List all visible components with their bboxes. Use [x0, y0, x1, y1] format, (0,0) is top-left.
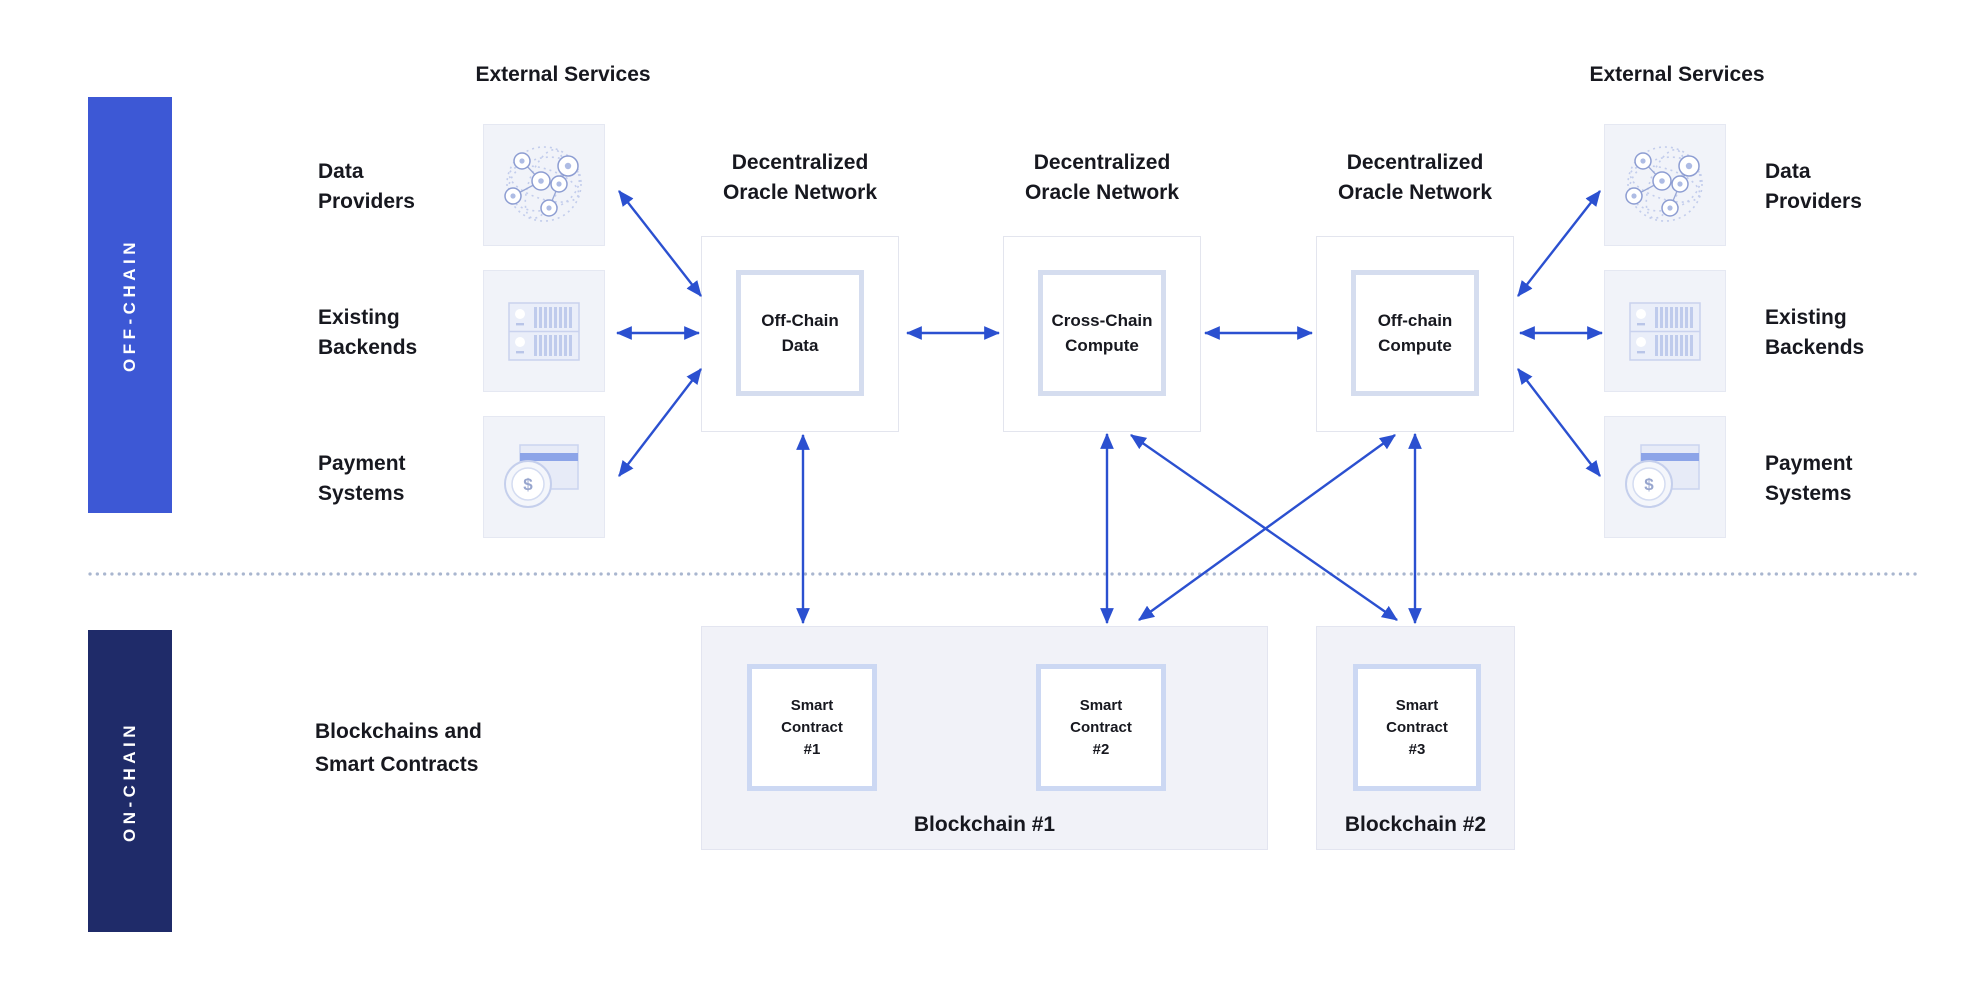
payment-systems-tile-left: $: [483, 416, 605, 538]
arrow-payments-don1: [618, 368, 702, 477]
payment-systems-tile-right: $: [1604, 416, 1726, 538]
arrow-don3-payments: [1517, 368, 1601, 477]
offchain-band: OFF-CHAIN: [88, 97, 172, 513]
credit-card-coin-icon: $: [1625, 444, 1700, 508]
blockchain-1-label: Blockchain #1: [913, 813, 1056, 836]
onchain-band: ON-CHAIN: [88, 630, 172, 932]
don1-title: Decentralized Oracle Network: [722, 151, 878, 204]
external-services-heading-right: External Services: [1589, 63, 1765, 86]
arrow-don2-smartcontract3: [1130, 434, 1398, 621]
label-payment-systems-left: Payment Systems: [318, 452, 406, 505]
smart-contract-2-box: Smart Contract #2: [1036, 664, 1166, 791]
credit-card-coin-icon: $: [504, 444, 579, 508]
label-existing-backends-right: Existing Backends: [1765, 306, 1865, 359]
don3-node-off-chain-compute: Off-chain Compute: [1351, 270, 1479, 396]
label-data-providers-left: Data Providers: [318, 160, 415, 213]
don1-box: Off-Chain Data: [701, 236, 899, 432]
smart-contract-3-box: Smart Contract #3: [1353, 664, 1481, 791]
server-rack-icon: [1629, 302, 1701, 361]
external-services-heading-left: External Services: [475, 63, 651, 86]
svg-text:$: $: [523, 475, 533, 494]
blockchain-2-box: Smart Contract #3 Blockchain #2: [1316, 626, 1515, 850]
data-providers-tile-right: [1604, 124, 1726, 246]
data-providers-tile-left: [483, 124, 605, 246]
existing-backends-tile-right: [1604, 270, 1726, 392]
blockchain-2-label: Blockchain #2: [1344, 813, 1487, 836]
onchain-band-label: ON-CHAIN: [120, 720, 139, 842]
don3-box: Off-chain Compute: [1316, 236, 1514, 432]
don2-node-cross-chain-compute: Cross-Chain Compute: [1038, 270, 1166, 396]
existing-backends-tile-left: [483, 270, 605, 392]
server-rack-icon: [508, 302, 580, 361]
don2-box: Cross-Chain Compute: [1003, 236, 1201, 432]
don2-title: Decentralized Oracle Network: [1024, 151, 1180, 204]
smart-contract-1-box: Smart Contract #1: [747, 664, 877, 791]
data-providers-globe-icon: [1625, 146, 1703, 222]
label-payment-systems-right: Payment Systems: [1765, 452, 1853, 505]
blockchain-1-box: Smart Contract #1 Smart Contract #2 Bloc…: [701, 626, 1268, 850]
label-existing-backends-left: Existing Backends: [318, 306, 418, 359]
blockchains-smart-contracts-label: Blockchains and Smart Contracts: [315, 720, 482, 776]
arrow-don3-smartcontract2: [1138, 434, 1396, 621]
data-providers-globe-icon: [504, 146, 582, 222]
offchain-band-label: OFF-CHAIN: [120, 238, 139, 372]
label-data-providers-right: Data Providers: [1765, 160, 1862, 213]
svg-text:$: $: [1644, 475, 1654, 494]
don3-title: Decentralized Oracle Network: [1337, 151, 1493, 204]
don1-node-off-chain-data: Off-Chain Data: [736, 270, 864, 396]
